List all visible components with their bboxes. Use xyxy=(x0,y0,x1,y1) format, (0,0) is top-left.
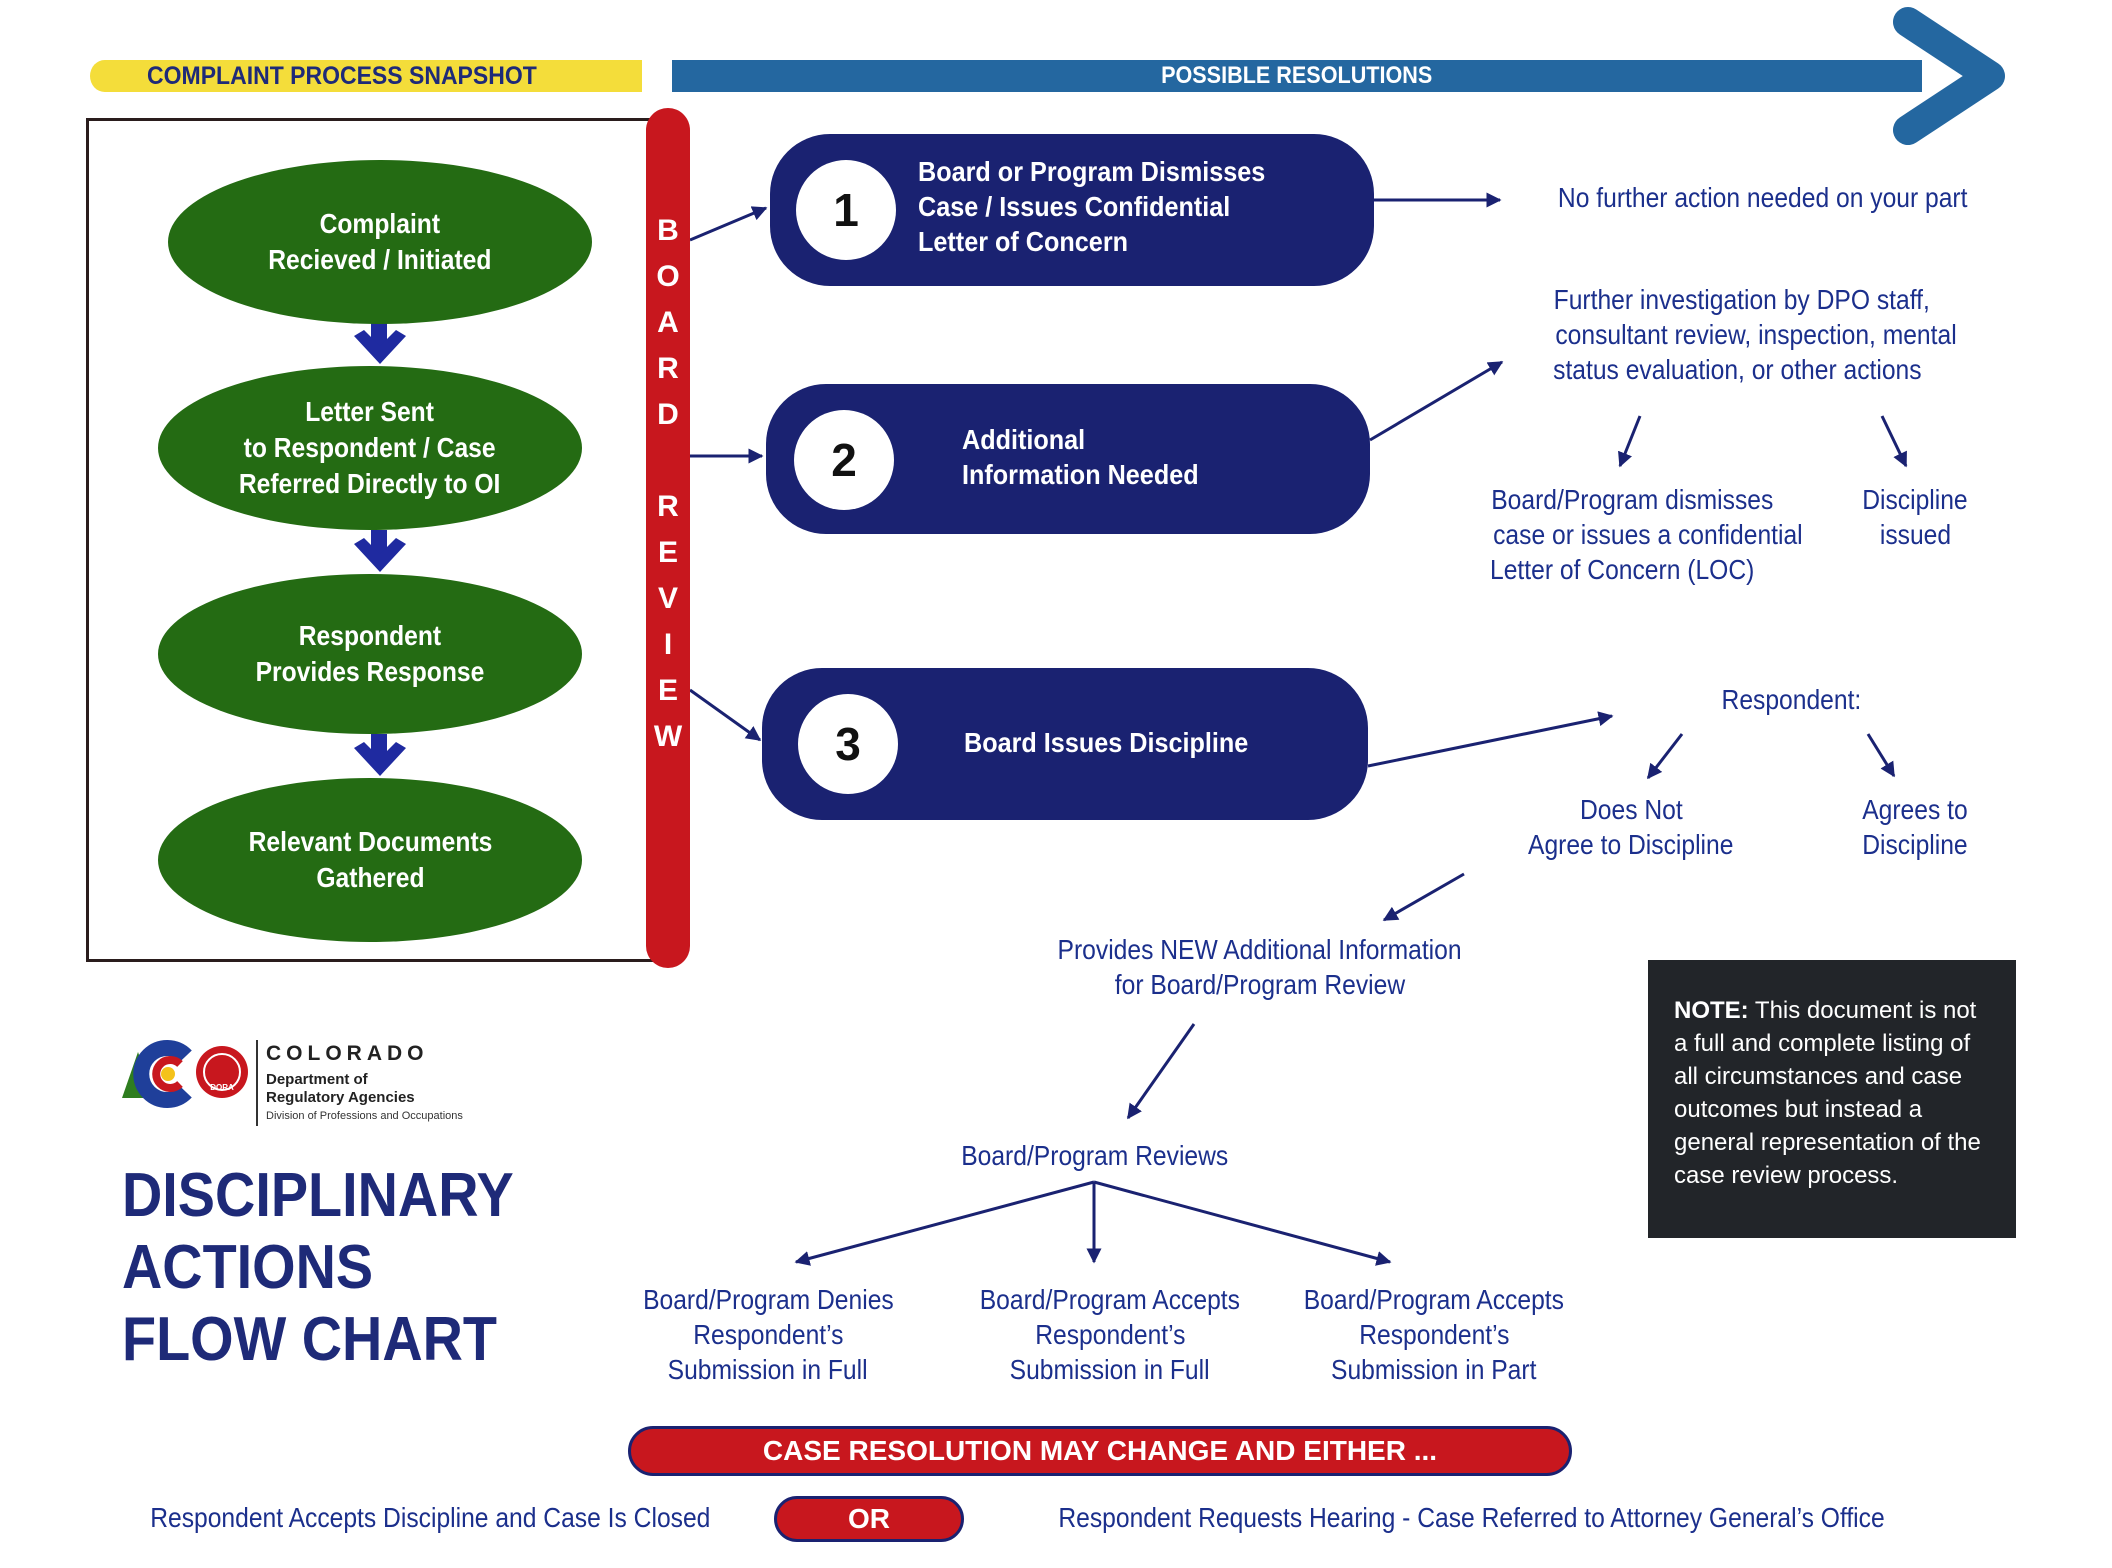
logo-state: COLORADO xyxy=(266,1042,429,1065)
banner-arrow-head xyxy=(1893,7,2005,145)
board-review-letter: V xyxy=(657,582,678,615)
bottom-left-outcome: Respondent Accepts Discipline and Case I… xyxy=(150,1502,711,1533)
board-review-letter: R xyxy=(657,490,679,523)
board-program-reviews: Board/Program Reviews xyxy=(961,1140,1229,1171)
board-review-letter: O xyxy=(656,260,680,293)
resolution-number: 1 xyxy=(796,160,896,260)
board-review-bar xyxy=(646,108,690,968)
possible-resolutions-banner: POSSIBLE RESOLUTIONS xyxy=(672,60,1922,92)
board-review-letter: W xyxy=(653,720,683,753)
board-review-letter: B xyxy=(657,214,679,247)
resolution-3-discipline: 3 Board Issues Discipline xyxy=(762,668,1368,820)
or-pill: OR xyxy=(774,1496,964,1542)
down-arrow-icon xyxy=(354,734,406,776)
board-review-letter: E xyxy=(657,674,678,707)
logo-divider xyxy=(256,1040,258,1126)
logo-division: Division of Professions and Occupations xyxy=(266,1110,463,1122)
outcome-further-investigation: Further investigation by DPO staff,consu… xyxy=(1553,284,1957,385)
board-review-letter: A xyxy=(657,306,679,339)
case-resolution-banner: CASE RESOLUTION MAY CHANGE AND EITHER ..… xyxy=(628,1426,1572,1476)
review-split-lines xyxy=(794,1180,1392,1266)
board-review-letter: R xyxy=(657,352,679,385)
down-arrow-icon xyxy=(354,322,406,364)
board-review-letter: E xyxy=(657,536,678,569)
complaint-process-banner: COMPLAINT PROCESS SNAPSHOT xyxy=(90,60,642,92)
respondent-label: Respondent: xyxy=(1721,684,1862,715)
flow-arrows xyxy=(689,192,1908,1120)
note-box: NOTE: This document is not a full and co… xyxy=(1648,960,2016,1238)
board-review-letter: I xyxy=(663,628,673,661)
down-arrow-icon xyxy=(354,530,406,572)
board-review-letter: D xyxy=(657,398,679,431)
bottom-right-outcome: Respondent Requests Hearing - Case Refer… xyxy=(1058,1502,1885,1533)
resolution-number: 3 xyxy=(798,694,898,794)
note-label: NOTE: xyxy=(1674,997,1749,1024)
dora-badge: DORA xyxy=(210,1083,234,1092)
resolution-number: 2 xyxy=(794,410,894,510)
outcome-no-action: No further action needed on your part xyxy=(1557,182,1968,213)
note-text: This document is not a full and complete… xyxy=(1674,997,1981,1189)
